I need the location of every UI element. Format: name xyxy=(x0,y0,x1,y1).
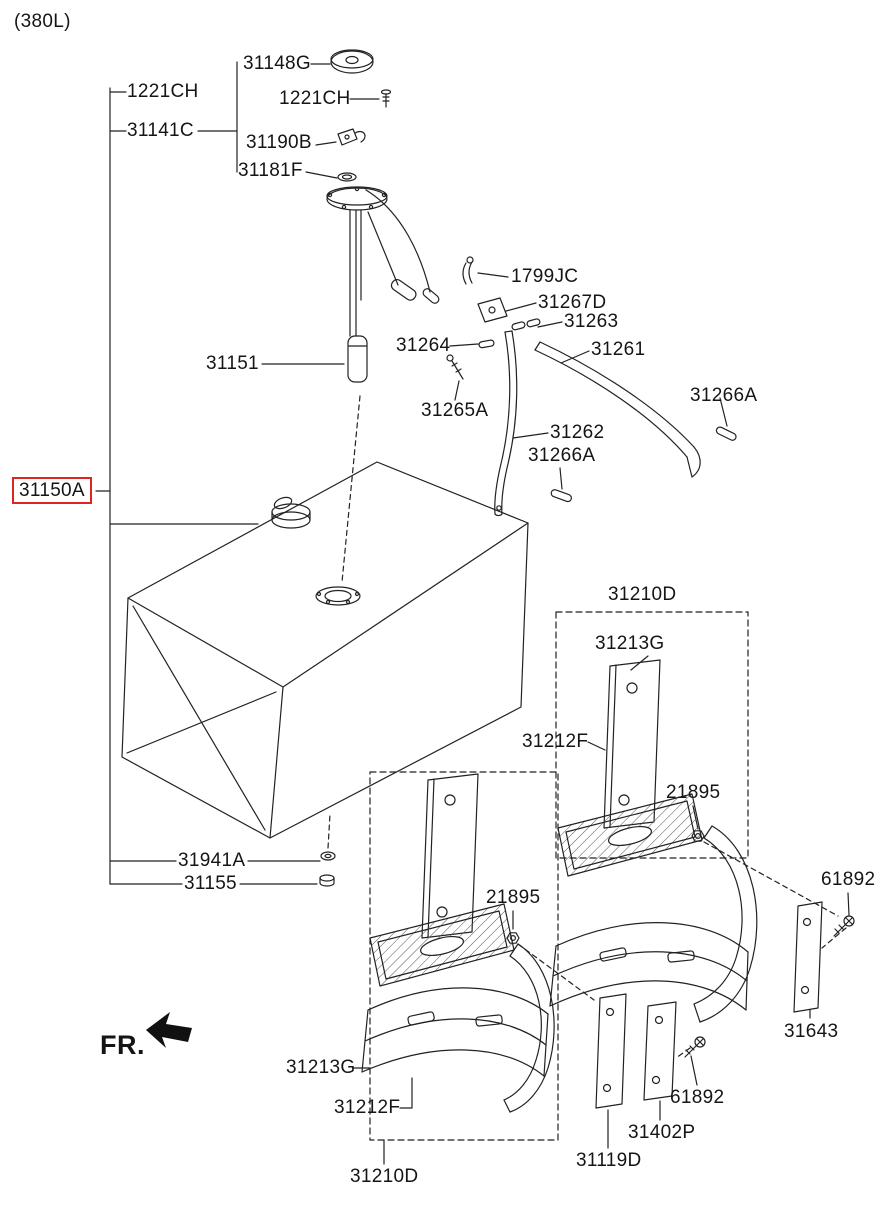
part-label-31212f-lower: 31212F xyxy=(334,1097,401,1118)
part-label-31263: 31263 xyxy=(564,311,619,332)
part-label-31941a: 31941A xyxy=(178,850,246,871)
mounting-plates-drawing xyxy=(595,901,823,1109)
part-label-31643: 31643 xyxy=(784,1021,839,1042)
part-label-31141c: 31141C xyxy=(127,120,194,141)
part-label-61892-right: 61892 xyxy=(821,869,876,890)
variant-label: (380L) xyxy=(14,11,71,32)
part-label-31151: 31151 xyxy=(206,353,259,374)
part-label-1221ch: 1221CH xyxy=(279,88,351,109)
part-label-21895-upper: 21895 xyxy=(666,782,721,803)
fuel-tank-drawing xyxy=(121,461,529,839)
part-label-31213g-upper: 31213G xyxy=(595,633,665,654)
part-label-31148g: 31148G xyxy=(243,53,312,74)
part-label-1221ch-left: 1221CH xyxy=(127,81,199,102)
part-label-31181f: 31181F xyxy=(238,160,303,181)
vent-bolt-drawing xyxy=(380,89,392,108)
fr-direction-arrow-icon xyxy=(146,1012,192,1048)
part-label-31264: 31264 xyxy=(396,335,451,356)
leader-lines xyxy=(95,61,850,1165)
fr-label: FR. xyxy=(100,1030,145,1060)
part-label-31266a-lower: 31266A xyxy=(528,445,596,466)
part-label-21895-lower: 21895 xyxy=(486,887,541,908)
lower-step-assembly-drawing xyxy=(369,773,555,1113)
tank-straps-drawing xyxy=(446,256,737,517)
part-label-1799jc: 1799JC xyxy=(511,266,579,287)
part-label-31261: 31261 xyxy=(591,339,646,360)
grommet-and-plug-drawing xyxy=(319,851,336,887)
mud-flap-lower-drawing xyxy=(361,987,549,1077)
part-label-31266a-right: 31266A xyxy=(690,385,758,406)
part-label-31265a: 31265A xyxy=(421,400,489,421)
part-label-31150a-highlighted: 31150A xyxy=(12,477,92,504)
fuel-filler-cap-drawing xyxy=(330,49,374,74)
part-label-31210d-lower: 31210D xyxy=(350,1166,419,1187)
part-label-31267d: 31267D xyxy=(538,292,607,313)
part-label-31402p: 31402P xyxy=(628,1122,696,1143)
part-label-31190b: 31190B xyxy=(246,132,312,153)
mud-flap-upper-drawing xyxy=(549,922,749,1011)
upper-step-assembly-drawing xyxy=(557,659,758,1023)
part-label-31213g-lower: 31213G xyxy=(286,1057,356,1078)
part-label-31155: 31155 xyxy=(184,873,237,894)
part-label-31212f-upper: 31212F xyxy=(522,731,589,752)
fasteners-drawing xyxy=(506,830,855,1058)
assembly-dashed-lines xyxy=(327,395,847,1059)
part-label-31262: 31262 xyxy=(550,422,605,443)
part-label-61892-lower: 61892 xyxy=(670,1087,725,1108)
group-boxes xyxy=(369,611,749,1141)
fuel-sender-drawing xyxy=(326,128,440,383)
part-label-31119d: 31119D xyxy=(576,1150,642,1171)
part-label-31210d-upper: 31210D xyxy=(608,584,677,605)
